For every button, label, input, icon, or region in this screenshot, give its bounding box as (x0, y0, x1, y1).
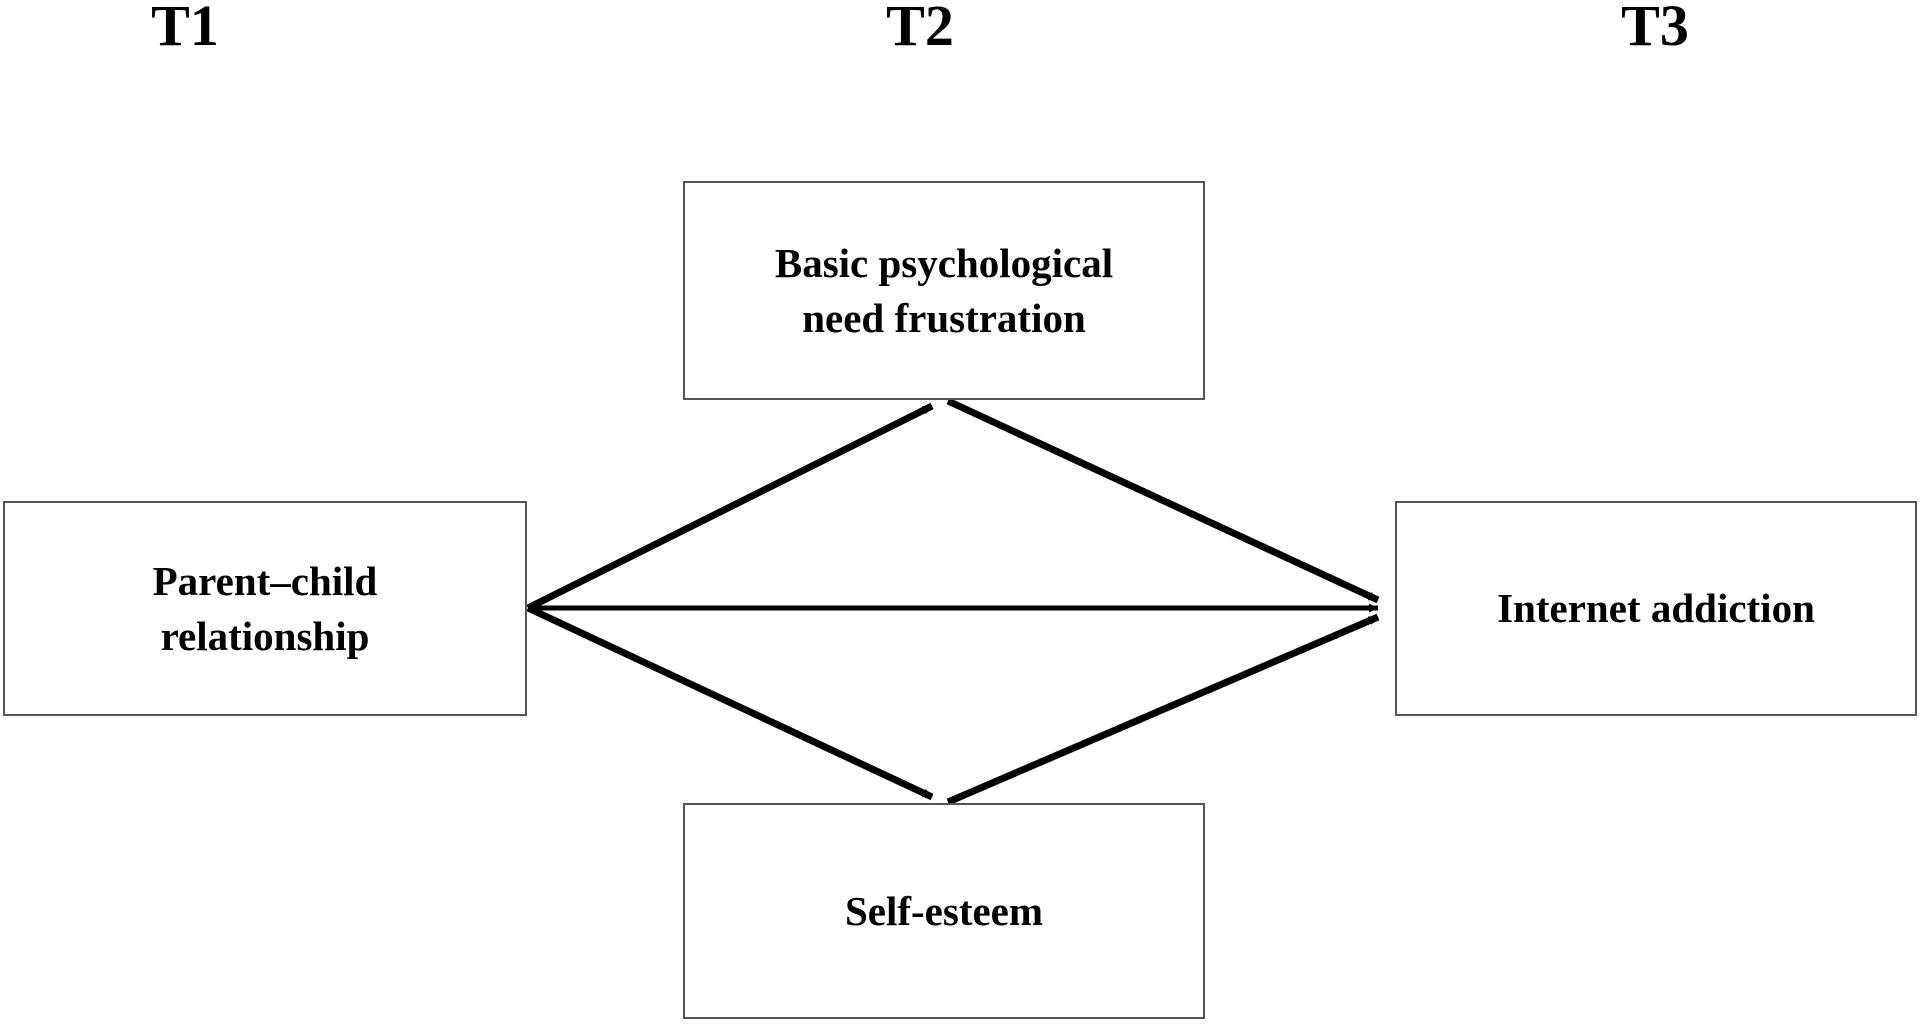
edge-parent-child-to-self-esteem (526, 604, 934, 801)
node-self-esteem: Self-esteem (683, 803, 1205, 1019)
node-basic-psychological-need-frustration: Basic psychological need frustration (683, 181, 1205, 400)
time-label-t1: T1 (151, 0, 219, 58)
time-label-t2: T2 (886, 0, 954, 58)
node-label-basic-psychological-need-frustration: Basic psychological need frustration (774, 239, 1114, 341)
node-parent-child-relationship: Parent–child relationship (3, 501, 527, 716)
edge-self-esteem-to-internet-addiction (946, 613, 1380, 806)
edge-need-frustration-to-internet-addiction (946, 397, 1380, 604)
node-label-internet-addiction: Internet addiction (1497, 585, 1815, 631)
time-label-t3: T3 (1621, 0, 1689, 58)
node-label-self-esteem: Self-esteem (844, 887, 1044, 934)
edge-parent-child-to-need-frustration (526, 402, 934, 612)
node-label-parent-child-relationship: Parent–child relationship (152, 557, 378, 659)
node-internet-addiction: Internet addiction (1395, 501, 1917, 716)
